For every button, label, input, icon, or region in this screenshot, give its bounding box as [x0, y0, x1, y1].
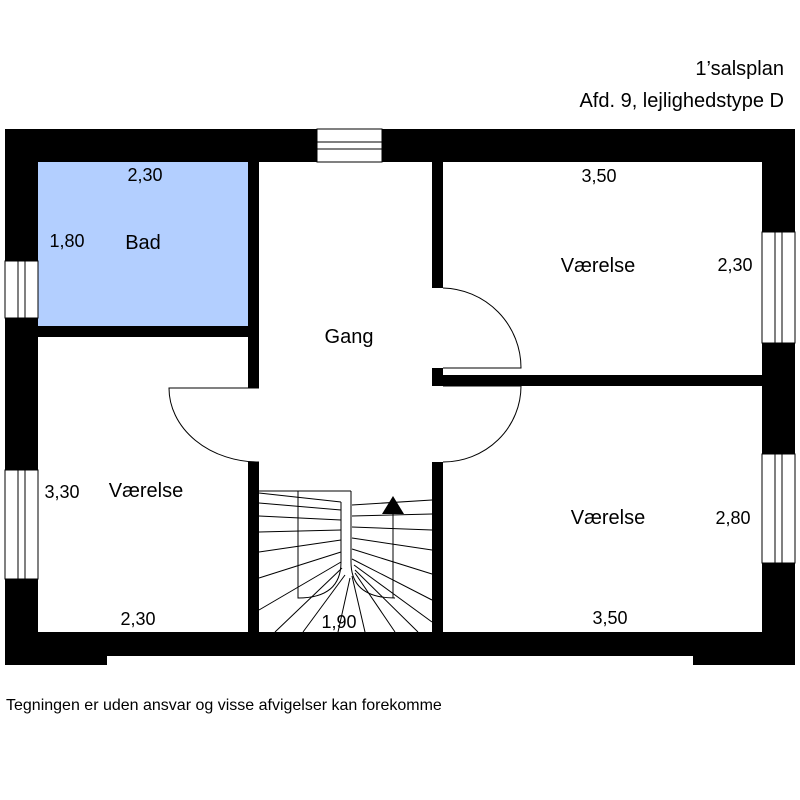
room-label-gang: Gang	[325, 326, 374, 348]
wall-left-upper	[5, 129, 38, 261]
wall-gang-left-upper	[248, 162, 259, 388]
dimension-lower-right-height: 2,80	[715, 508, 750, 528]
window-left-room	[4, 469, 39, 580]
dimension-bad-width: 2,30	[127, 165, 162, 185]
dimension-upper-right-height: 2,30	[717, 255, 752, 275]
dimension-upper-right-width: 3,50	[581, 166, 616, 186]
room-label-vaerelse-upper-right: Værelse	[561, 255, 635, 277]
wall-bottom-step-right	[693, 632, 795, 665]
wall-right-mid	[762, 343, 795, 454]
plan-subtitle: Afd. 9, lejlighedstype D	[579, 90, 784, 112]
disclaimer-text: Tegningen er uden ansvar og visse afvige…	[6, 697, 442, 714]
window-right-lower	[761, 453, 796, 564]
wall-bottom	[107, 632, 693, 656]
room-label-bad: Bad	[125, 232, 161, 254]
wall-rooms-divider	[443, 375, 762, 386]
door-swing-upper-right-room	[442, 287, 522, 369]
dimension-stair-width: 1,90	[321, 612, 356, 632]
wall-gang-left-lower	[248, 462, 259, 632]
dimension-lower-left-width: 2,30	[120, 609, 155, 629]
window-left-bath	[4, 260, 39, 319]
wall-bottom-step-left	[5, 632, 107, 665]
room-label-vaerelse-lower-left: Værelse	[109, 480, 183, 502]
dimension-lower-right-width: 3,50	[592, 608, 627, 628]
stair-direction-arrow-icon	[382, 496, 404, 514]
staircase	[258, 490, 433, 633]
wall-gang-right-lower	[432, 462, 443, 632]
dimension-bad-height: 1,80	[49, 231, 84, 251]
door-swing-left-room	[168, 387, 260, 463]
wall-top-left	[5, 129, 317, 162]
wall-right-upper	[762, 129, 795, 232]
dimension-lower-left-height: 3,30	[44, 482, 79, 502]
wall-gang-right-mid	[432, 368, 443, 386]
wall-bath-divider	[38, 326, 250, 337]
wall-gang-right-upper	[432, 162, 443, 288]
wall-left-mid	[5, 318, 38, 470]
room-label-vaerelse-lower-right: Værelse	[571, 507, 645, 529]
wall-top-right	[382, 129, 795, 162]
window-top	[316, 128, 383, 163]
window-right-upper	[761, 231, 796, 344]
bathroom-fill	[38, 162, 250, 326]
plan-title: 1’salsplan	[695, 58, 784, 80]
door-swing-lower-right-room	[442, 385, 522, 463]
